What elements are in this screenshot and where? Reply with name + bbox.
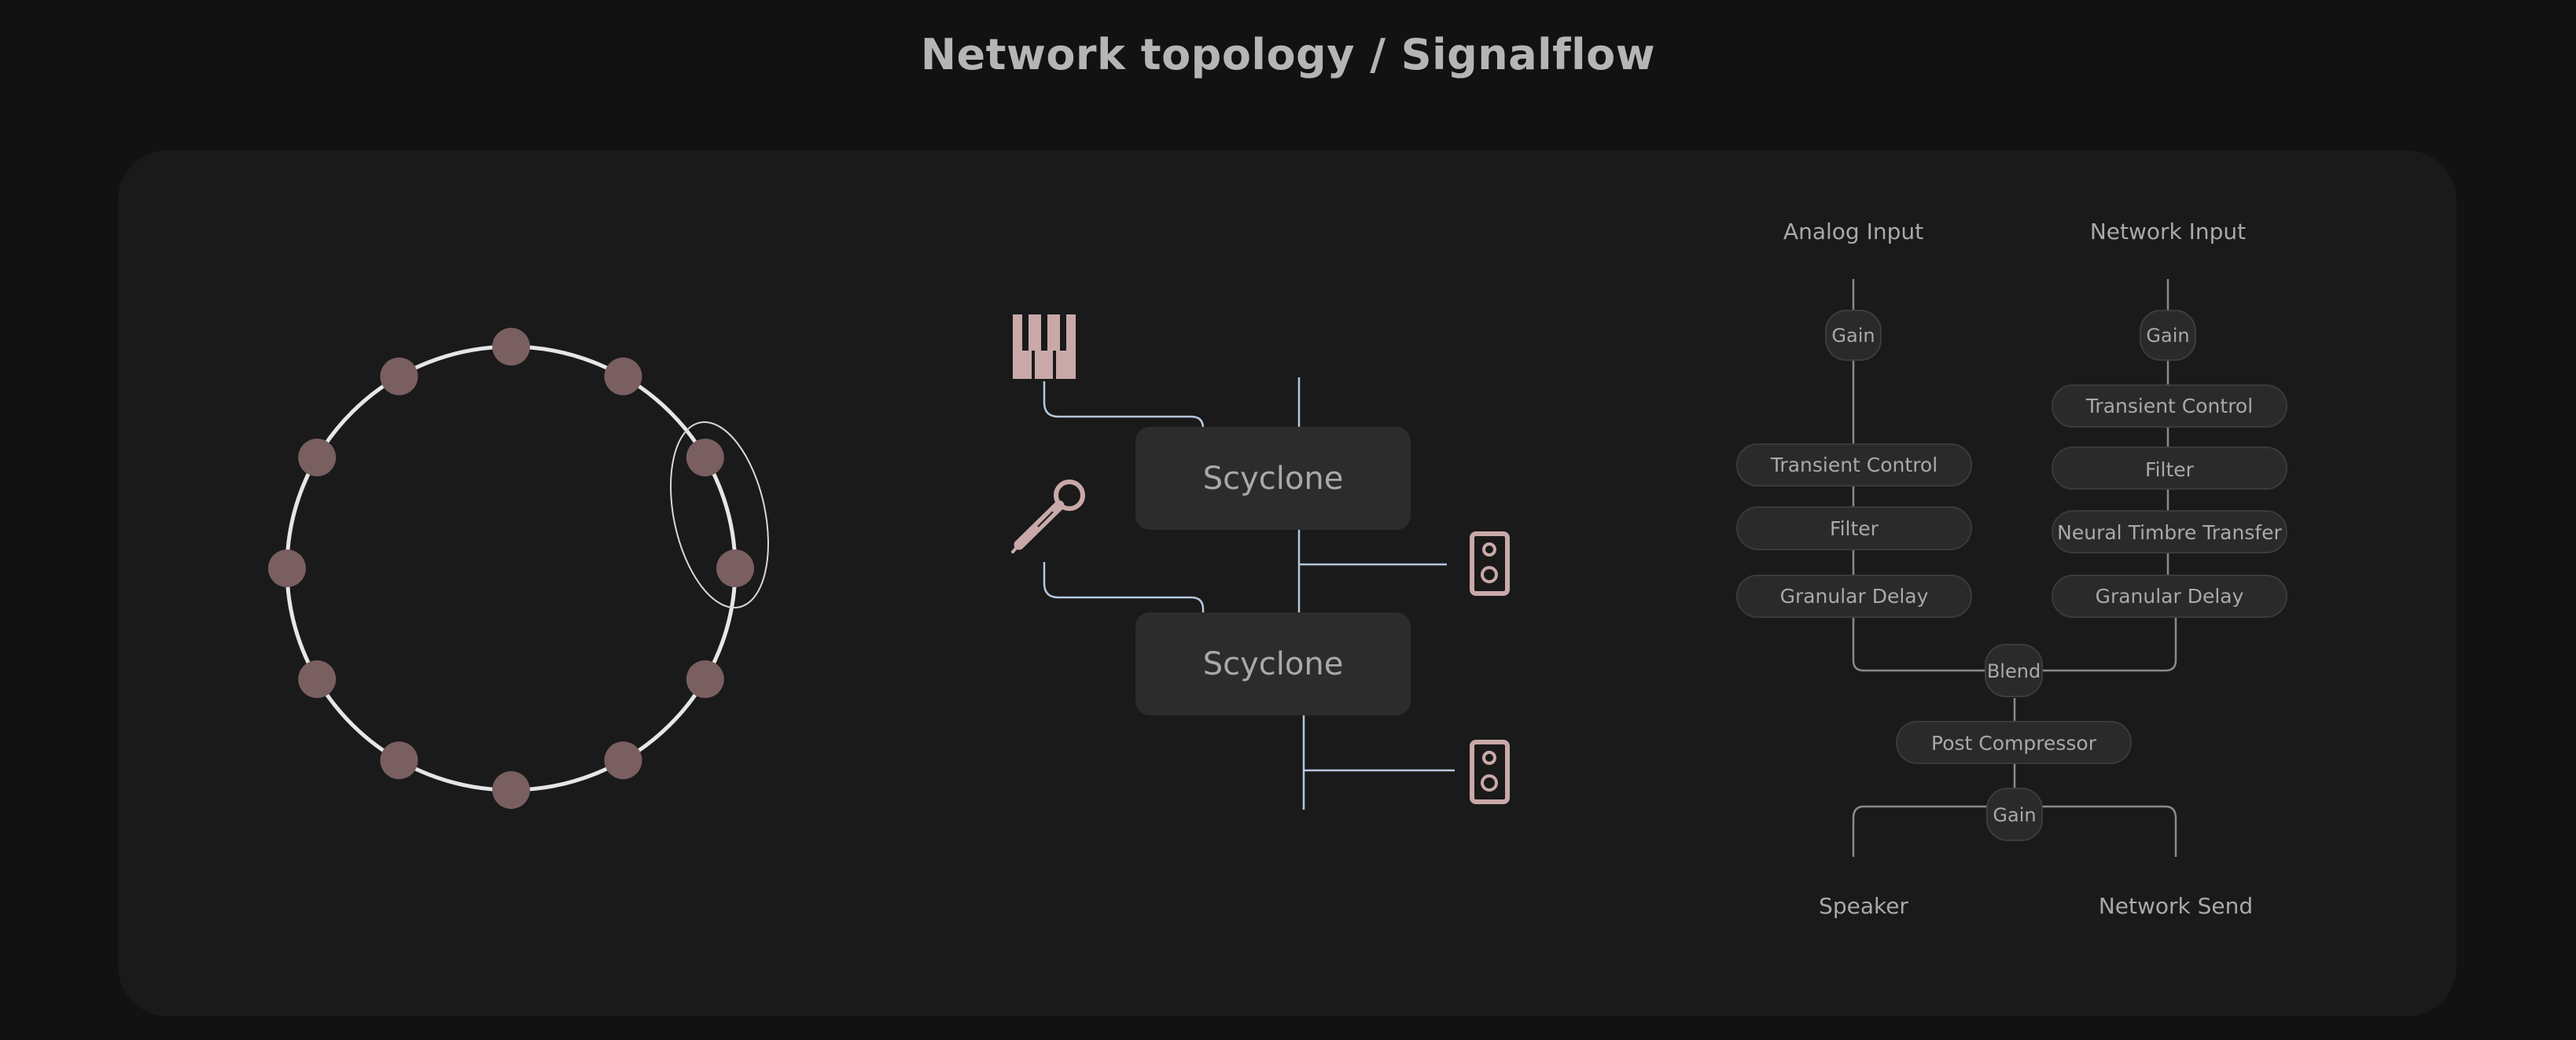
ring-node[interactable] — [492, 328, 530, 366]
right-chain-granular-label: Granular Delay — [2096, 585, 2244, 608]
ring-node[interactable] — [380, 741, 418, 780]
blend-label: Blend — [1987, 660, 2041, 682]
ring-node[interactable] — [492, 771, 530, 809]
right-chain-neural[interactable]: Neural Timbre Transfer — [2052, 510, 2287, 553]
left-gain-label: Gain — [1831, 325, 1875, 347]
left-chain-granular-label: Granular Delay — [1780, 585, 1929, 608]
ring-node[interactable] — [268, 549, 306, 587]
output-gain-node[interactable]: Gain — [1986, 788, 2043, 841]
right-gain-label: Gain — [2146, 325, 2189, 347]
analog-input-label: Analog Input — [1783, 219, 1923, 244]
ring-node[interactable] — [298, 660, 337, 698]
left-chain-filter[interactable]: Filter — [1736, 506, 1972, 550]
ring-node[interactable] — [298, 439, 337, 476]
ring-node[interactable] — [686, 660, 724, 698]
post-compressor-node[interactable]: Post Compressor — [1896, 721, 2132, 764]
right-chain-granular[interactable]: Granular Delay — [2052, 575, 2287, 618]
scyclone-label-1: Scyclone — [1203, 461, 1344, 497]
ring-node[interactable] — [604, 741, 642, 780]
highlight-ellipse — [670, 421, 769, 608]
signal-chain: Scyclone Scyclone — [1011, 314, 1510, 810]
network-input-label: Network Input — [2090, 219, 2246, 244]
left-chain-transient-label: Transient Control — [1770, 454, 1938, 476]
piano-connector — [1043, 381, 1205, 431]
ring-node[interactable] — [716, 549, 754, 587]
speaker-output-label: Speaker — [1819, 893, 1908, 919]
scyclone-unit-2[interactable]: Scyclone — [1135, 612, 1411, 715]
speaker-icon — [1470, 740, 1510, 804]
right-gain-node[interactable]: Gain — [2140, 310, 2196, 361]
right-chain-filter[interactable]: Filter — [2052, 447, 2287, 490]
ring-path — [285, 344, 738, 792]
left-chain-granular[interactable]: Granular Delay — [1736, 575, 1972, 618]
output-gain-label: Gain — [1993, 804, 2036, 826]
microphone-icon — [1011, 480, 1085, 553]
left-gain-node[interactable]: Gain — [1825, 310, 1882, 361]
ring-node[interactable] — [604, 357, 642, 395]
ring-node[interactable] — [380, 357, 418, 395]
right-chain-neural-label: Neural Timbre Transfer — [2057, 521, 2282, 544]
left-chain-filter-label: Filter — [1830, 517, 1879, 540]
signal-flow: Analog Input Network Input Gain Gain Tra… — [1736, 219, 2287, 919]
scyclone-unit-1[interactable]: Scyclone — [1135, 427, 1411, 530]
post-compressor-label: Post Compressor — [1931, 732, 2097, 755]
page-title: Network topology / Signalflow — [920, 30, 1656, 79]
left-chain-transient[interactable]: Transient Control — [1736, 443, 1972, 487]
network-send-label: Network Send — [2099, 893, 2253, 919]
scyclone-label-2: Scyclone — [1203, 646, 1344, 682]
ring-node[interactable] — [686, 439, 724, 476]
right-chain-transient-label: Transient Control — [2085, 395, 2253, 417]
speaker-icon — [1470, 531, 1510, 596]
ring-topology — [268, 328, 769, 809]
ring-nodes — [268, 328, 754, 809]
right-chain-filter-label: Filter — [2145, 458, 2195, 481]
right-chain-transient[interactable]: Transient Control — [2052, 384, 2287, 428]
piano-keys-icon — [1013, 314, 1076, 379]
mic-connector — [1043, 562, 1205, 615]
flow-lines — [1852, 279, 2177, 857]
blend-node[interactable]: Blend — [1985, 644, 2043, 697]
